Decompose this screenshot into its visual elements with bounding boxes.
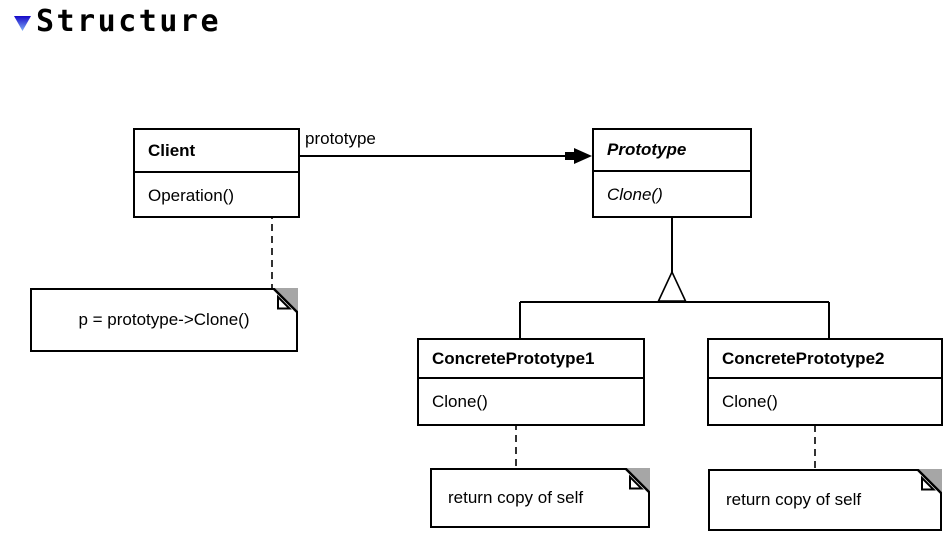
note-box-concrete1: return copy of self [430,468,650,528]
section-title: Structure [36,4,222,39]
section-heading: Structure [14,6,221,38]
class-name-client: Client [135,130,298,173]
association-arrowhead-icon [565,148,592,164]
note-text-concrete2: return copy of self [726,490,862,509]
note-fold-corner-icon [273,288,298,313]
class-name-prototype: Prototype [594,130,750,172]
class-box-prototype: Prototype Clone() [592,128,752,218]
class-name-concrete2: ConcretePrototype2 [709,340,941,379]
class-box-client: Client Operation() [133,128,300,218]
class-box-concrete1: ConcretePrototype1 Clone() [417,338,645,426]
collapse-triangle-icon[interactable] [14,16,31,31]
class-box-concrete2: ConcretePrototype2 Clone() [707,338,943,426]
note-box-client: p = prototype->Clone() [30,288,298,352]
note-box-concrete2: return copy of self [708,469,942,531]
class-name-concrete1: ConcretePrototype1 [419,340,643,379]
note-text-concrete1: return copy of self [448,488,584,507]
note-fold-corner-icon [625,468,650,493]
class-method-concrete1-clone: Clone() [432,391,488,411]
class-method-client-operation: Operation() [148,185,234,205]
note-fold-corner-icon [917,469,942,494]
class-method-prototype-clone: Clone() [607,185,663,204]
class-method-concrete2-clone: Clone() [722,391,778,411]
note-text-client: p = prototype->Clone() [78,310,250,329]
inheritance-hollow-triangle-icon [657,270,687,302]
association-label: prototype [305,129,376,148]
